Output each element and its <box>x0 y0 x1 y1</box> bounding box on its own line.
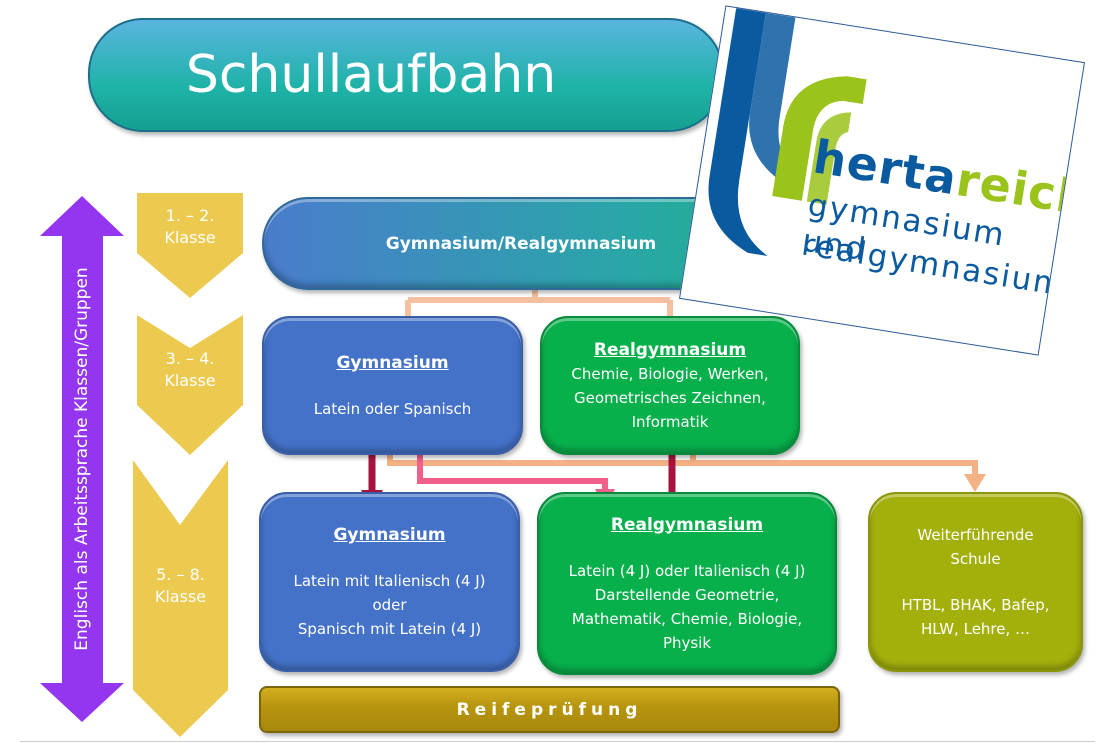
box-text: HLW, Lehre, … <box>920 620 1031 638</box>
box-text: Latein oder Spanisch <box>313 399 472 418</box>
stage-range: 1. – 2. <box>165 206 215 225</box>
page-title: Schullaufbahn <box>185 45 557 105</box>
box-text: Informatik <box>631 412 709 431</box>
double-arrow <box>40 196 124 722</box>
pink-connector <box>417 447 608 490</box>
box-text: Geometrisches Zeichnen, <box>574 388 766 407</box>
logo-mark <box>708 8 867 257</box>
stage-range: 3. – 4. <box>165 349 215 368</box>
box-title: Realgymnasium <box>593 339 747 360</box>
box-title: Weiterführende <box>917 526 1034 544</box>
box-text: Spanisch mit Latein (4 J) <box>297 620 482 638</box>
box-title: Schule <box>950 550 1001 568</box>
school-logo: hertareich gymnasium und realgymnasium <box>679 5 1085 356</box>
stage-label-1: 1. – 2. Klasse <box>137 205 243 249</box>
box-text: Latein (4 J) oder Italienisch (4 J) <box>568 561 806 580</box>
stage-range: 5. – 8. <box>156 565 205 584</box>
box-text: Physik <box>662 633 712 652</box>
box-gymnasium-3-4: Gymnasium Latein oder Spanisch <box>262 316 523 455</box>
peach-connector-top <box>405 283 673 318</box>
stage-label-2: 3. – 4. Klasse <box>137 348 243 392</box>
arrowhead <box>964 474 986 492</box>
stage-unit: Klasse <box>164 228 216 247</box>
box-realgymnasium-3-4: Realgymnasium Chemie, Biologie, Werken, … <box>540 316 800 455</box>
box-weiterfuehrende-schule: Weiterführende Schule HTBL, BHAK, Bafep,… <box>868 492 1083 672</box>
side-label-text: Englisch als Arbeitssprache Klassen/Grup… <box>72 267 92 651</box>
stage-chevron <box>133 460 228 737</box>
box-text: Darstellende Geometrie, <box>594 585 780 604</box>
stage-unit: Klasse <box>154 587 207 606</box>
reifepruefung-bar: Reifeprüfung <box>259 686 840 733</box>
bottom-divider <box>20 741 1095 742</box>
reifepruefung-label: Reifeprüfung <box>456 699 643 720</box>
box-gymnasium-5-8: Gymnasium Latein mit Italienisch (4 J) o… <box>259 492 520 672</box>
stage-label-3: 5. – 8. Klasse <box>133 564 228 608</box>
stage-chevron <box>137 193 243 298</box>
box-text: Chemie, Biologie, Werken, <box>571 364 769 383</box>
box-realgymnasium-5-8: Realgymnasium Latein (4 J) oder Italieni… <box>537 492 837 675</box>
box-title: Realgymnasium <box>610 514 764 535</box>
box-text: HTBL, BHAK, Bafep, <box>901 596 1050 614</box>
stage-chevron <box>137 315 243 455</box>
box-text: oder <box>372 596 407 614</box>
box-title: Gymnasium <box>336 352 449 373</box>
side-label: Englisch als Arbeitssprache Klassen/Grup… <box>72 229 92 689</box>
box-title: Gymnasium <box>333 525 446 545</box>
box-title: Gymnasium/Realgymnasium <box>385 233 657 254</box>
stage-unit: Klasse <box>164 371 216 390</box>
box-text: Latein mit Italienisch (4 J) <box>293 572 486 590</box>
title-banner: Schullaufbahn <box>88 18 724 132</box>
box-text: Mathematik, Chemie, Biologie, <box>571 609 803 628</box>
